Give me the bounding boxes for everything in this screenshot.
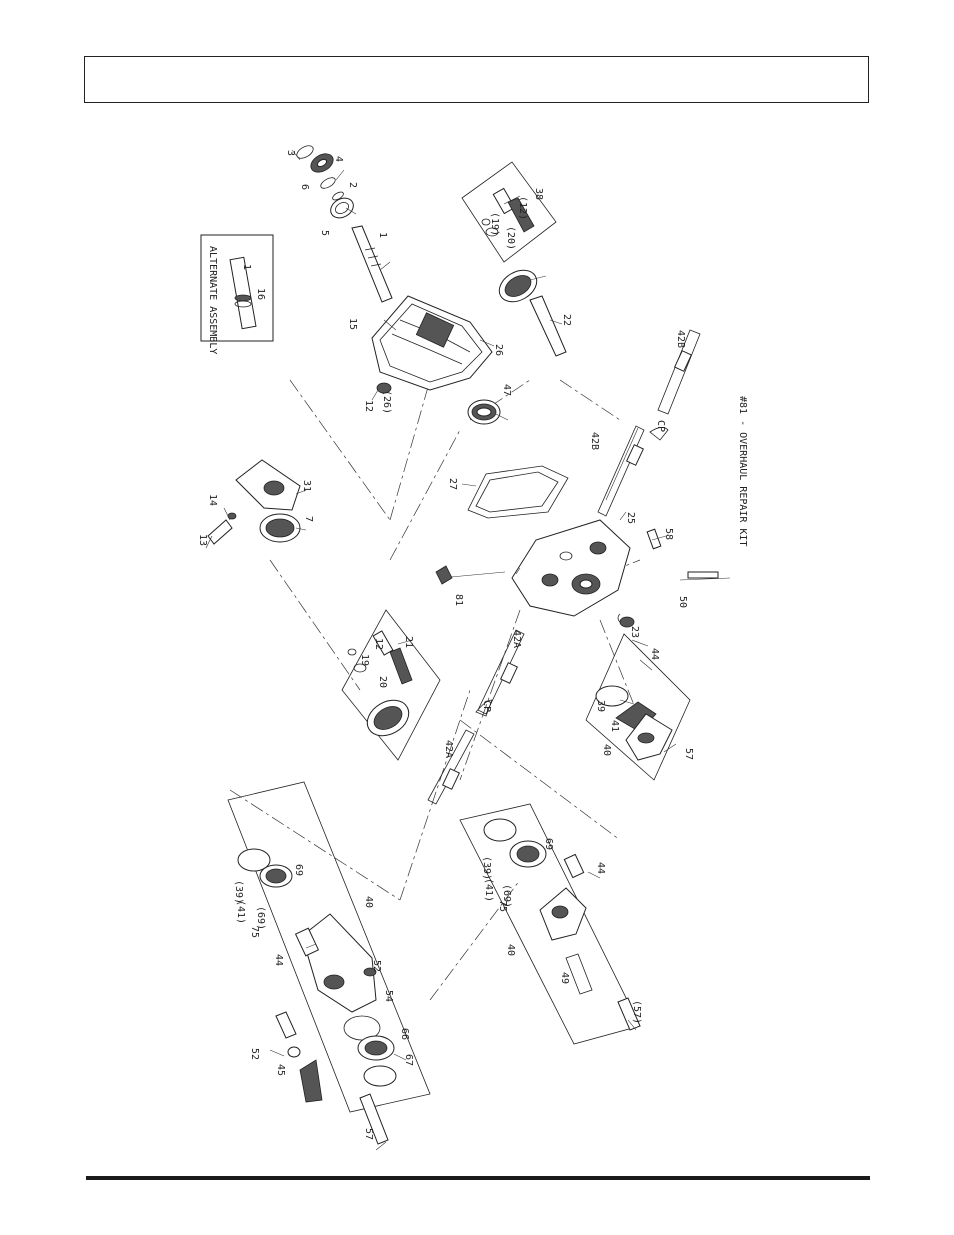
callout-label: 19 [359,654,370,666]
callout-label: (69) [501,884,512,908]
footer-rule [86,1176,870,1180]
callout-label: 26 [493,344,504,356]
callout-labels: 3 4 6 2 5 1 15 26 12 (26) 47 (12) (19) (… [197,150,694,1140]
callout-label: (19) [489,212,500,236]
callout-label: 5 [319,230,330,236]
header-box [84,56,869,103]
callout-label: (57) [631,1000,642,1024]
callout-label: 45 [275,1064,286,1076]
right-motor-group [461,161,567,357]
callout-label: (39) [233,880,244,904]
callout-label: (26) [381,390,392,414]
overhaul-kit-note: #81 - OVERHAUL REPAIR KIT [737,396,748,547]
callout-label: 40 [363,896,374,908]
alternate-assembly-inset: ALTERNATE ASSEMBLY 1 16 [200,234,274,354]
callout-label: (69) [255,906,266,930]
callout-label: (41) [235,900,246,924]
callout-label: (39) [481,856,492,880]
callout-label: 57 [683,748,694,760]
callout-label: (12) [517,196,528,220]
callout-label: 41 [609,720,620,732]
callout-label: CP [481,700,492,712]
callout-label: 66 [399,1028,410,1040]
inset-title: ALTERNATE ASSEMBLY [207,246,218,354]
leader-lines [205,149,667,1151]
callout-label: 44 [273,954,284,966]
gasket [467,465,569,519]
callout-label: 25 [625,512,636,524]
center-section [435,519,731,628]
callout-label: 69 [543,838,554,850]
callout-label: CP [655,420,666,432]
callout-label: 42B [589,432,600,450]
callout-label: 40 [601,744,612,756]
callout-label: 50 [677,596,688,608]
callout-label: 1 [377,232,388,238]
main-housing [371,295,501,425]
callout-label: 75 [497,900,508,912]
callout-label: 27 [447,478,458,490]
callout-label: 75 [249,926,260,938]
check-valve-assemblies [427,329,701,805]
callout-label: 13 [197,534,208,546]
lower-right-housing-group [459,803,641,1045]
callout-label: 52 [249,1048,260,1060]
callout-label: 12 [373,638,384,650]
callout-label: (41) [483,878,494,902]
callout-label: 21 [403,636,414,648]
callout-label: 6 [299,184,310,190]
callout-label: 4 [333,156,344,162]
callout-label: 38 [533,188,544,200]
callout-label: 69 [293,864,304,876]
callout-label: 23 [629,626,640,638]
callout-label: 12 [363,400,374,412]
callout-label: 67 [403,1054,414,1066]
callout-label: 42A [511,630,522,648]
callout-label: 44 [649,648,660,660]
callout-label: 2 [347,182,358,188]
callout-label: 39 [595,700,606,712]
inset-label-1: 1 [241,264,252,270]
callout-label: 31 [301,480,312,492]
callout-label: 57 [363,1128,374,1140]
callout-label: 40 [505,944,516,956]
callout-label: 49 [559,972,570,984]
callout-label: 54 [383,990,394,1002]
callout-label: 15 [347,318,358,330]
input-shaft-group [296,145,393,303]
callout-label: 52 [371,960,382,972]
callout-label: 42A [443,740,454,758]
callout-label: 44 [595,862,606,874]
left-motor-group [341,609,441,761]
lower-left-housing-group [227,781,431,1145]
inset-label-16: 16 [255,288,266,300]
callout-label: 7 [303,516,314,522]
callout-label: 3 [285,150,296,156]
charge-pump-group [207,459,301,545]
callout-label: 22 [561,314,572,326]
callout-label: 81 [453,594,464,606]
callout-label: 20 [377,676,388,688]
callout-label: 47 [501,384,512,396]
callout-label: 58 [663,528,674,540]
callout-label: (20) [505,226,516,250]
bypass-group [585,633,691,781]
callout-label: 42B [675,330,686,348]
callout-label: 14 [207,494,218,506]
